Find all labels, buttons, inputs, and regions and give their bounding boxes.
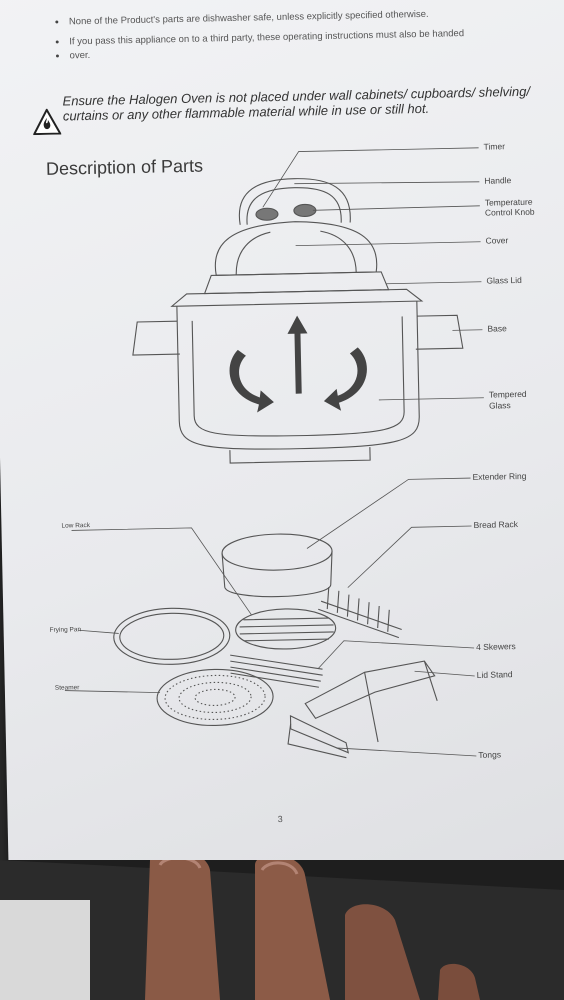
label-extender-ring: Extender Ring <box>472 470 527 483</box>
warning-fire-icon <box>32 108 62 136</box>
extender-ring-shape <box>221 533 333 571</box>
label-bread-rack: Bread Rack <box>473 519 519 530</box>
label-frying-pan: Frying Pan <box>49 626 82 634</box>
steamer-shape <box>156 668 274 727</box>
hand-fingers <box>0 860 564 1000</box>
skewers-shape <box>230 654 323 688</box>
label-steamer: Steamer <box>54 684 80 692</box>
base-shape <box>176 301 420 450</box>
halogen-oven-diagram <box>132 147 484 464</box>
timer-knob <box>255 207 279 221</box>
label-low-rack: Low Rack <box>61 522 91 530</box>
manual-page: None of the Product's parts are dishwash… <box>0 0 564 900</box>
label-skewers: 4 Skewers <box>475 641 516 652</box>
page-number: 3 <box>277 814 283 825</box>
accessories-diagram <box>64 477 477 759</box>
lid-stand-shape <box>304 660 438 743</box>
frying-pan-shape <box>113 607 231 665</box>
bread-rack-shape <box>318 586 402 639</box>
cover-shape <box>214 221 378 276</box>
low-rack-shape <box>235 608 337 650</box>
tongs-shape <box>287 714 350 759</box>
handle-shape <box>238 178 351 225</box>
label-tongs: Tongs <box>478 749 502 760</box>
label-lid-stand: Lid Stand <box>476 669 513 680</box>
